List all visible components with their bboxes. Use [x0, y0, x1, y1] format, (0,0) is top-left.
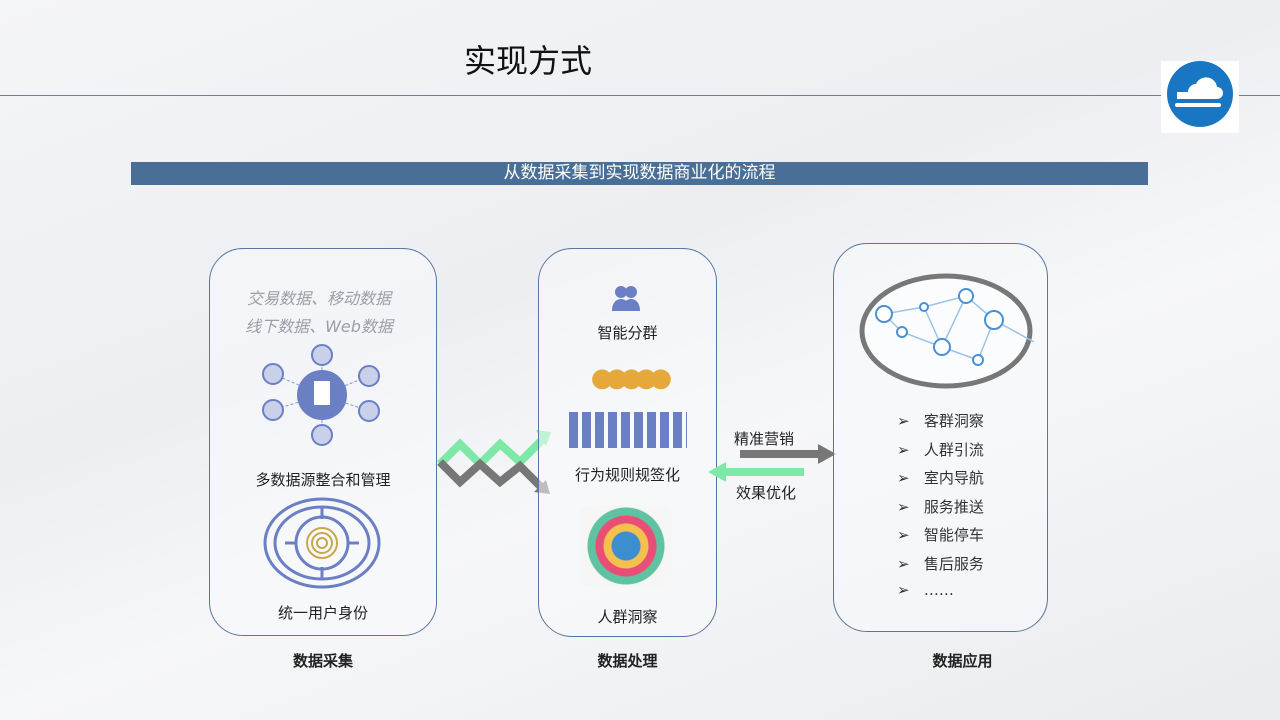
sources-line-1: 交易数据、移动数据 — [246, 289, 391, 308]
list-item: ➢ 服务推送 — [897, 497, 984, 516]
list-item: ➢ 售后服务 — [897, 554, 984, 573]
data-collection-caption: 数据采集 — [292, 652, 353, 670]
left-arrow-icon — [708, 462, 804, 482]
group-users-icon — [612, 286, 640, 311]
identity-label: 统一用户身份 — [277, 604, 368, 622]
arrow-bullet-icon: ➢ — [897, 440, 924, 459]
right-arrow-icon — [740, 444, 836, 464]
people-blue-icon — [569, 412, 687, 448]
clustering-label: 智能分群 — [597, 324, 658, 342]
people-orange-icon: ●●●●● — [590, 363, 672, 393]
network-map-image — [859, 273, 1034, 389]
crowd-insight-image — [580, 505, 672, 587]
list-item: ➢ 人群引流 — [897, 440, 984, 459]
divider — [0, 95, 1280, 96]
data-hub-icon — [262, 344, 380, 446]
arrow-bullet-icon: ➢ — [897, 412, 924, 430]
page-title: 实现方式 — [464, 42, 593, 80]
data-processing-caption: 数据处理 — [597, 652, 658, 670]
fingerprint-identity-icon — [263, 497, 381, 589]
effect-optimization-label: 效果优化 — [735, 484, 796, 502]
insight-label: 人群洞察 — [597, 608, 658, 626]
sources-line-2: 线下数据、Web数据 — [245, 317, 393, 336]
process-banner: 从数据采集到实现数据商业化的流程 — [131, 162, 1148, 185]
arrow-bullet-icon: ➢ — [897, 554, 924, 573]
precision-marketing-label: 精准营销 — [733, 430, 794, 448]
list-item: ➢ 客群洞察 — [897, 412, 984, 430]
list-item: ➢ …… — [897, 581, 954, 599]
data-application-caption: 数据应用 — [932, 652, 993, 670]
arrow-bullet-icon: ➢ — [897, 581, 924, 599]
tagging-label: 行为规则规签化 — [574, 466, 680, 484]
arrow-bullet-icon: ➢ — [897, 469, 924, 487]
arrow-bullet-icon: ➢ — [897, 526, 924, 544]
list-item: ➢ 室内导航 — [897, 469, 984, 487]
integration-label: 多数据源整合和管理 — [255, 471, 391, 489]
application-list: ➢ 客群洞察 ➢ 人群引流 ➢ 室内导航 ➢ 服务推送 ➢ 智能停车 ➢ 售后服… — [897, 410, 984, 610]
list-item: ➢ 智能停车 — [897, 526, 984, 544]
cloud-logo — [1161, 61, 1239, 133]
arrow-bullet-icon: ➢ — [897, 497, 924, 516]
